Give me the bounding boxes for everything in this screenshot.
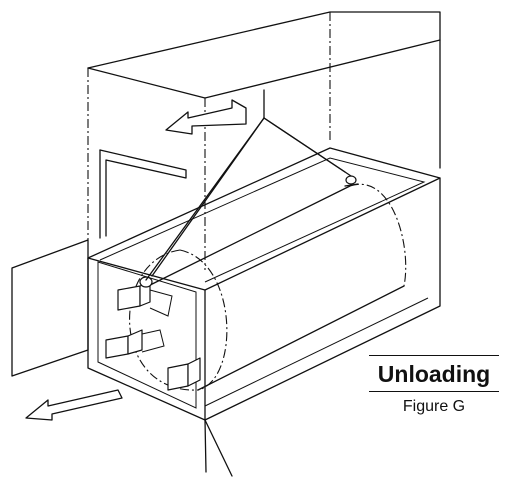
upper-direction-arrow — [165, 99, 247, 135]
upper-frame — [87, 11, 441, 270]
caption-title: Unloading — [377, 361, 491, 387]
lifting-eyes — [139, 175, 359, 288]
end-fittings — [105, 281, 201, 391]
side-bracket — [99, 149, 187, 239]
lifting-sling — [145, 89, 352, 281]
cylinder-tank — [127, 183, 407, 391]
caption-subtitle: Figure G — [402, 398, 466, 415]
front-door-flap — [204, 419, 233, 477]
lower-direction-arrow — [25, 389, 123, 421]
crate — [87, 147, 441, 421]
left-door — [11, 239, 89, 377]
caption-rule-top — [369, 355, 499, 356]
caption-rule-bottom — [369, 391, 499, 392]
